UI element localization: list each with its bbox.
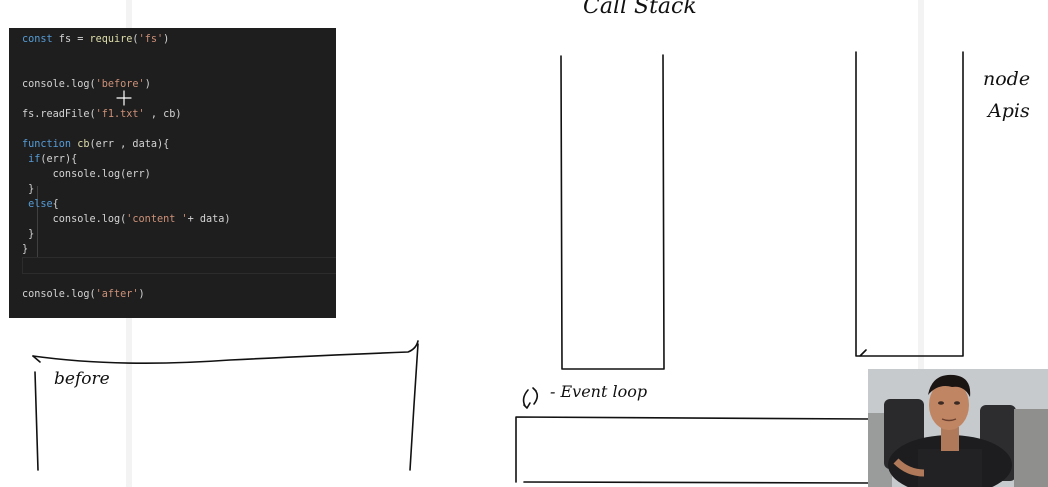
code-token: 'after': [95, 289, 139, 300]
code-token: ): [138, 289, 145, 300]
presenter-image: [868, 369, 1048, 487]
node-apis-label-line1: node: [983, 68, 1031, 90]
code-token: 'f1.txt': [95, 109, 145, 120]
code-line: if(err){: [22, 152, 77, 167]
code-line: }: [22, 242, 28, 257]
code-token: fs.readFile(: [22, 109, 96, 120]
code-token: if: [22, 154, 41, 165]
code-token: console.log(: [22, 79, 96, 90]
code-token: + data): [187, 214, 231, 225]
code-token: }: [22, 244, 29, 255]
code-token: 'before': [95, 79, 145, 90]
code-line: }: [22, 182, 34, 197]
code-token: (err , data){: [89, 139, 170, 150]
code-token: {: [52, 199, 59, 210]
code-token: ): [163, 34, 170, 45]
call-stack-label: Call Stack: [583, 0, 697, 19]
code-token: else: [22, 199, 53, 210]
code-line: fs.readFile('f1.txt' , cb): [22, 107, 182, 122]
code-token: const: [22, 34, 53, 45]
code-token: console.log(err): [22, 169, 151, 180]
code-token: (: [132, 34, 139, 45]
code-line: function cb(err , data){: [22, 137, 169, 152]
presenter-webcam: [868, 369, 1048, 487]
code-token: 'content ': [126, 214, 188, 225]
code-line: else{: [22, 197, 59, 212]
code-token: require: [89, 34, 133, 45]
code-token: }: [22, 184, 35, 195]
code-line: console.log('before'): [22, 77, 151, 92]
code-token: , cb): [144, 109, 182, 120]
code-line: const fs = require('fs'): [22, 32, 169, 47]
node-apis-box: [855, 51, 964, 357]
code-token: cb: [77, 139, 90, 150]
code-token: }: [22, 229, 35, 240]
console-output-text: before: [54, 369, 110, 389]
code-token: fs =: [52, 34, 90, 45]
call-stack-box: [560, 54, 665, 370]
console-output-box: [32, 340, 419, 471]
event-loop-label: - Event loop: [550, 382, 648, 401]
code-line: console.log('content '+ data): [22, 212, 231, 227]
code-token: (err){: [40, 154, 78, 165]
code-token: console.log(: [22, 289, 96, 300]
code-token: function: [22, 139, 72, 150]
cursor-cross-icon: [116, 90, 132, 106]
code-token: console.log(: [22, 214, 127, 225]
node-apis-label-line2: Apis: [988, 100, 1030, 122]
whiteboard-gridline: [918, 0, 924, 487]
event-loop-queue: [515, 416, 871, 484]
code-line: }: [22, 227, 34, 242]
event-loop-icon: [522, 387, 539, 409]
indent-guide: [37, 186, 38, 258]
code-line: console.log(err): [22, 167, 151, 182]
code-token: 'fs': [138, 34, 164, 45]
code-editor: const fs = require('fs')console.log('bef…: [9, 28, 336, 318]
current-line-highlight: [22, 257, 336, 274]
console-output-top: [32, 355, 41, 363]
code-token: ): [144, 79, 151, 90]
code-line: console.log('after'): [22, 287, 145, 302]
